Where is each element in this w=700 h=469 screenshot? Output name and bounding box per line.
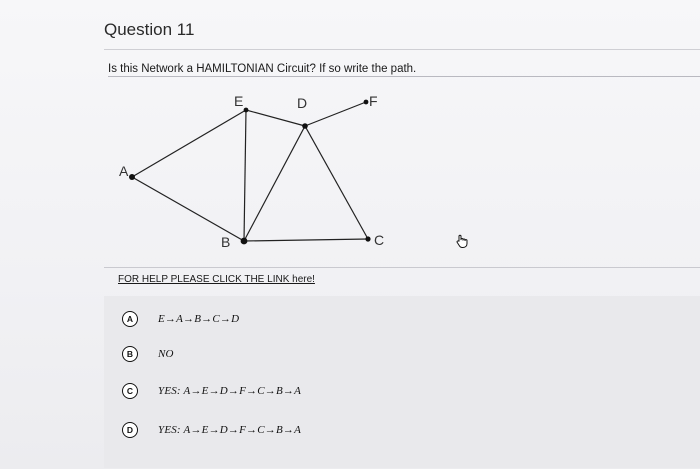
node-label-e: E — [234, 93, 243, 109]
edge-e-d — [245, 109, 306, 127]
node-d — [302, 123, 308, 129]
hand-pointer-icon — [456, 234, 468, 248]
choice-d-letter: D — [122, 422, 138, 438]
edge-b-c — [243, 238, 369, 242]
edge-d-b — [243, 125, 306, 242]
edge-e-b — [243, 109, 247, 242]
question-title: Question 11 — [104, 20, 195, 39]
edge-a-b — [131, 176, 245, 242]
choice-b-letter: B — [122, 346, 138, 362]
network-graph: A B C D E F — [119, 93, 384, 250]
node-label-b: B — [221, 234, 230, 250]
answer-choices: A E→A→B→C→D B NO C YES: A→E→D→F→C→B→A D … — [104, 296, 700, 468]
help-link[interactable]: FOR HELP PLEASE CLICK THE LINK here! — [118, 274, 315, 285]
node-b — [240, 237, 248, 245]
node-e — [243, 107, 249, 113]
choice-a[interactable]: A E→A→B→C→D — [122, 306, 239, 332]
edge-d-c — [304, 125, 369, 240]
node-a — [129, 174, 135, 180]
choice-b-text: NO — [158, 348, 174, 360]
help-divider — [104, 267, 700, 268]
choice-d-text: YES: A→E→D→F→C→B→A — [158, 424, 302, 436]
choice-d[interactable]: D YES: A→E→D→F→C→B→A — [122, 417, 301, 443]
choice-b[interactable]: B NO — [122, 341, 174, 367]
prompt-divider — [108, 76, 700, 77]
choice-a-text: E→A→B→C→D — [158, 313, 240, 325]
node-c — [365, 236, 371, 242]
choice-c-letter: C — [122, 383, 138, 399]
edge-a-e — [131, 109, 247, 178]
choice-c[interactable]: C YES: A→E→D→F→C→B→A — [122, 378, 301, 404]
edge-d-f — [304, 101, 367, 127]
node-label-f: F — [369, 93, 378, 109]
node-label-d: D — [297, 95, 307, 111]
node-f — [363, 99, 369, 105]
node-label-a: A — [119, 163, 129, 179]
question-prompt: Is this Network a HAMILTONIAN Circuit? I… — [108, 63, 417, 75]
title-divider — [104, 49, 700, 50]
choice-a-letter: A — [122, 311, 138, 327]
node-label-c: C — [374, 232, 384, 248]
choice-c-text: YES: A→E→D→F→C→B→A — [158, 385, 302, 397]
